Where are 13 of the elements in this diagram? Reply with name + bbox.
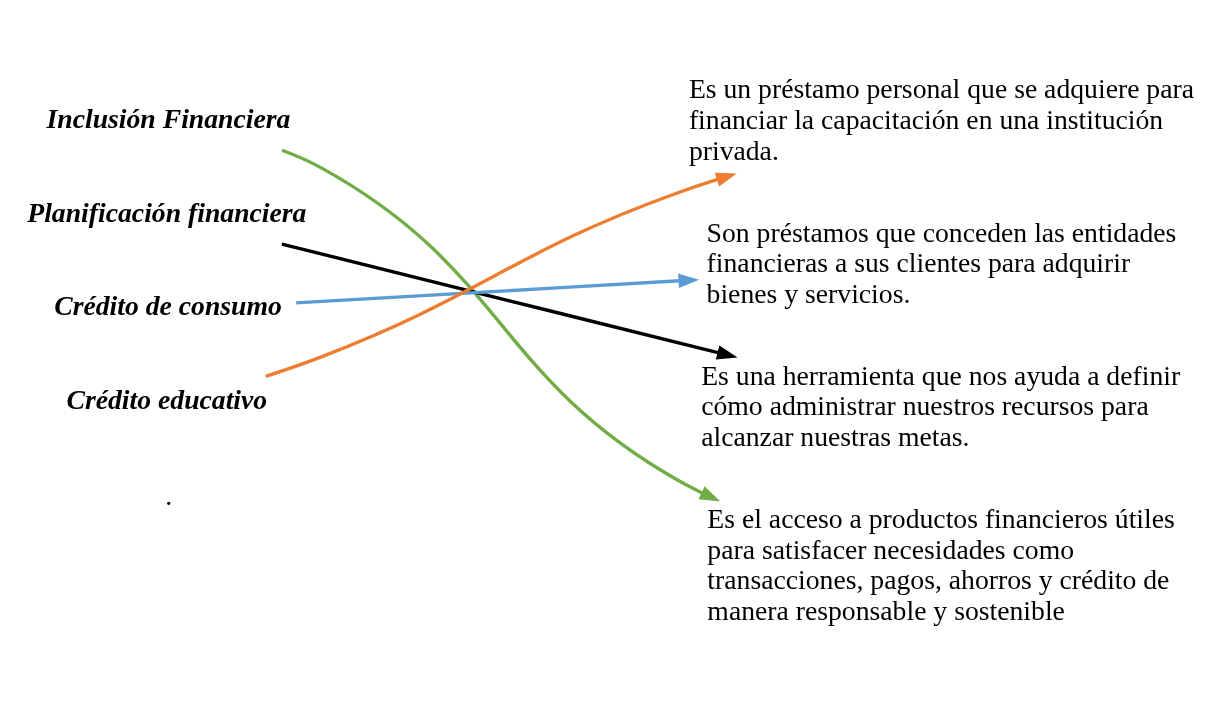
node-text: Crédito de consumo (54, 289, 282, 321)
node-text: Es el acceso a productos financieros útiles para satisfacer necesidades como transacciones, pagos, ahorros y crédito de manera responsable y sostenible (707, 502, 1175, 626)
arrow (265, 172, 737, 378)
label: . (165, 479, 173, 511)
node-text: Es un préstamo personal que se adquiere para financiar la capacitación en una institución privada. (688, 72, 1194, 166)
node-text: Inclusión Financiera (46, 102, 291, 134)
arrow (296, 273, 700, 305)
node-text: Planificación financiera (27, 196, 307, 228)
arrow (281, 148, 721, 502)
arrow (281, 241, 738, 360)
node-text: Crédito educativo (66, 383, 268, 415)
node-text: Es una herramienta que nos ayuda a definir cómo administrar nuestros recursos para alcanzar nuestras metas. (701, 359, 1181, 452)
node-text: Son préstamos que conceden las entidades financieras a sus clientes para adquirir bienes y servicios. (706, 216, 1177, 309)
